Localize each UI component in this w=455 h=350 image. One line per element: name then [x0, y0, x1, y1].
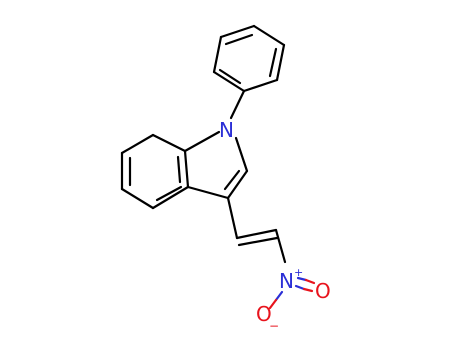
vinyl-double-bond: [235, 228, 278, 240]
bond-phenyl-n: [229, 89, 246, 120]
bond: [183, 149, 190, 189]
nitro-oxygen-double-label: O: [315, 279, 331, 303]
nitro-oxygen-charge: −: [269, 319, 279, 333]
bond: [275, 43, 286, 82]
no-single-bond-n-part: [274, 290, 284, 302]
nitro-group: N + O O −: [256, 266, 331, 333]
nitro-oxygen-single-label: O: [256, 302, 272, 326]
no-double-bond-n-part: [296, 276, 308, 282]
no-double-bond-o-part-2: [302, 287, 314, 293]
double-bond-inner: [224, 33, 254, 46]
bond: [212, 35, 223, 74]
double-bond-inner: [176, 155, 182, 184]
double-bond-inner: [218, 68, 242, 85]
bond: [183, 130, 221, 153]
bond: [186, 185, 230, 200]
nitro-nitrogen-label: N: [279, 269, 294, 293]
benzo-ring: [120, 133, 190, 210]
vinyl-double-bond-inner: [237, 236, 279, 247]
no-double-bond-n-part-2: [294, 284, 306, 291]
bond: [151, 185, 190, 210]
bond: [234, 136, 249, 173]
bond: [242, 78, 279, 93]
vinyl-chain: [226, 196, 287, 264]
no-single-bond-o-part: [268, 298, 278, 310]
pyrrole-ring: [183, 130, 249, 200]
bond: [151, 133, 187, 153]
indole-nitrogen-label: N: [219, 118, 234, 142]
bond: [226, 169, 249, 200]
double-bond-inner: [155, 185, 183, 202]
bond: [120, 187, 155, 210]
bond: [252, 24, 286, 47]
bond: [212, 70, 246, 93]
no-double-bond-o-part: [304, 278, 316, 285]
nitro-nitrogen-charge: +: [294, 266, 303, 279]
double-bond-inner: [268, 47, 278, 78]
bond: [120, 133, 155, 155]
double-bond-inner: [223, 169, 241, 191]
phenyl-ring: [212, 24, 286, 93]
bond-c3-vinyl: [226, 196, 239, 240]
bond-vinyl-nitro: [274, 228, 287, 264]
bond: [219, 24, 256, 39]
